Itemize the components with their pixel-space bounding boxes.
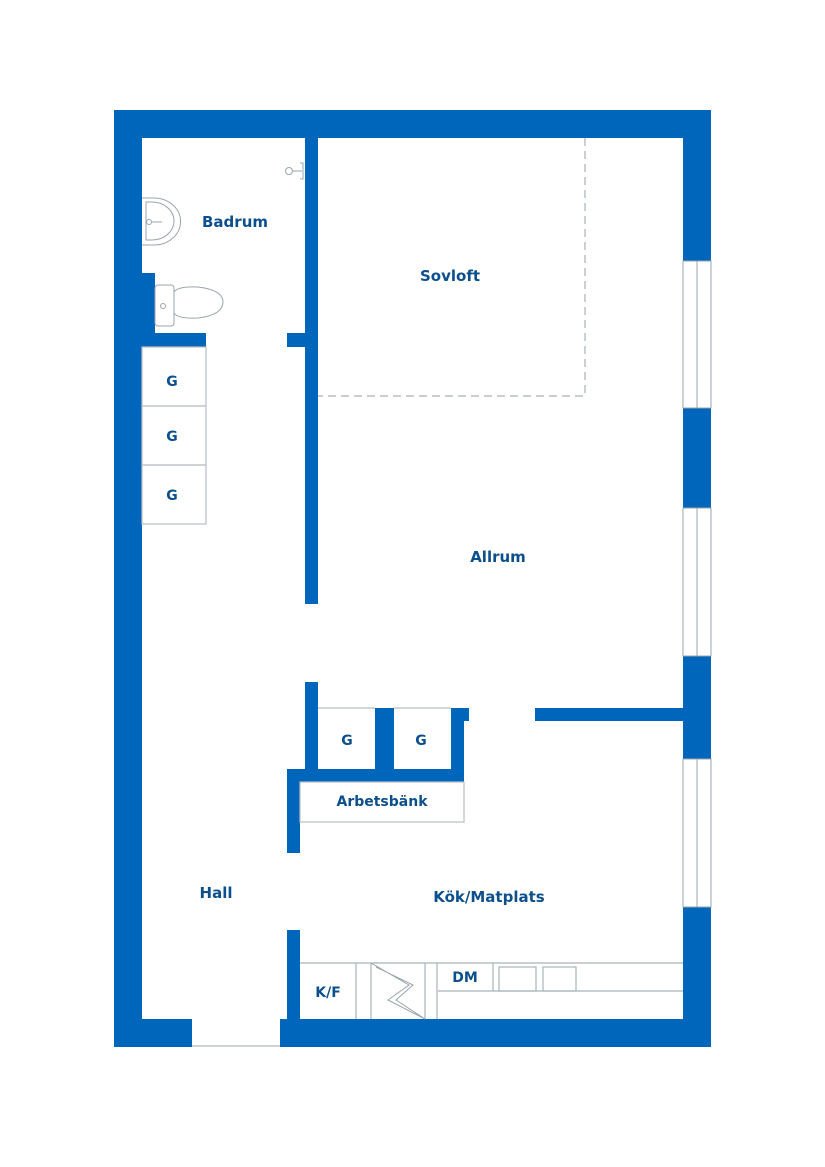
wall-bottom-right: [280, 1019, 711, 1047]
kitchen-counter: [300, 962, 683, 1019]
sink-icon: [142, 197, 182, 246]
sink-bowl-1: [498, 966, 537, 992]
dishwasher-label: DM: [452, 970, 478, 986]
workbench-label: Arbetsbänk: [336, 794, 428, 810]
wall-right-4: [683, 907, 711, 1047]
wall-left: [114, 110, 142, 1047]
toilet-icon: [154, 284, 224, 327]
room-label-sovloft: Sovloft: [420, 267, 480, 285]
wall-hall-east-upper: [305, 347, 318, 604]
wall-bottom-left: [114, 1019, 192, 1047]
room-label-badrum: Badrum: [202, 213, 268, 231]
wall-kitchen-west: [287, 930, 300, 1047]
window-3: [682, 758, 712, 908]
closet-label-hall-1: G: [166, 374, 178, 390]
interior-walls: [142, 138, 685, 1047]
room-labels: Badrum Sovloft Allrum Hall Kök/Matplats …: [166, 213, 545, 1001]
wall-right-2: [683, 408, 711, 508]
fridge-freezer-label: K/F: [315, 985, 341, 1001]
sink-bowl-2: [542, 966, 577, 992]
stove-icon: [370, 962, 426, 1020]
wall-right-1: [683, 110, 711, 261]
wall-closet-south: [287, 769, 464, 782]
windows: [682, 260, 712, 908]
room-label-kok-matplats: Kök/Matplats: [433, 888, 545, 906]
window-1: [682, 260, 712, 409]
wall-bath-door-stub: [287, 333, 318, 347]
closet-label-center-2: G: [415, 733, 427, 749]
wall-closet-west: [305, 682, 318, 769]
room-label-hall: Hall: [200, 884, 233, 902]
wall-closet-east-cap: [451, 708, 469, 721]
closet-label-hall-3: G: [166, 488, 178, 504]
window-2: [682, 507, 712, 657]
wall-top: [114, 110, 711, 138]
closet-label-hall-2: G: [166, 429, 178, 445]
wall-right-3: [683, 656, 711, 759]
wall-workbench-west: [287, 769, 300, 853]
sovloft-outline: [318, 138, 586, 397]
closet-label-center-1: G: [341, 733, 353, 749]
wall-closet-mid: [375, 708, 394, 769]
wall-toilet-niche: [142, 273, 155, 333]
wall-bath-south: [142, 333, 206, 347]
wall-allrum-kitchen: [535, 708, 685, 721]
hall-closets: [141, 346, 207, 525]
wall-closet-east: [451, 708, 464, 782]
wall-bath-east: [305, 138, 318, 334]
shower-icon: [285, 162, 304, 180]
closet-hall-3[interactable]: [141, 464, 207, 525]
workbench: [299, 781, 465, 823]
room-label-allrum: Allrum: [470, 548, 526, 566]
outer-walls: [114, 110, 711, 1047]
